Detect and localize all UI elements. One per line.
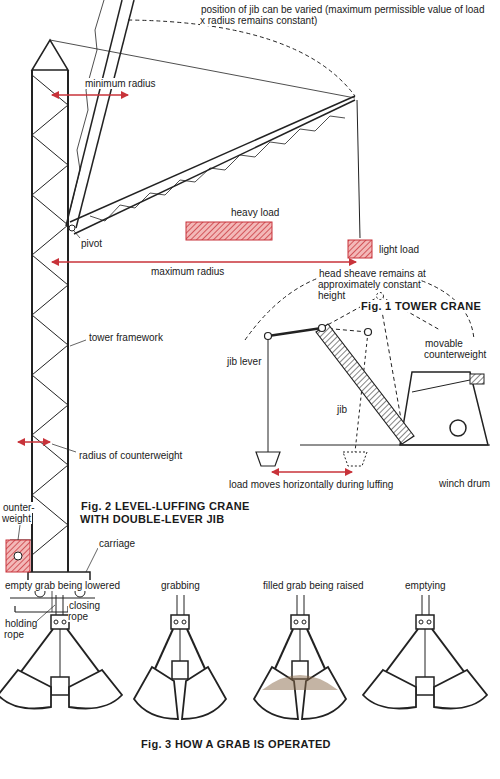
label-text: filled grab being raised bbox=[262, 580, 365, 591]
part-label: grabbing bbox=[160, 580, 201, 591]
label-text: ounter- weight bbox=[2, 502, 35, 524]
part-label: maximum radius bbox=[150, 266, 225, 277]
label-text: jib bbox=[336, 404, 348, 415]
label-text: head sheave remains at approximately con… bbox=[318, 268, 426, 301]
label-text: Fig. 2 LEVEL-LUFFING CRANE WITH DOUBLE-L… bbox=[80, 500, 250, 525]
part-label: empty grab being lowered bbox=[4, 580, 121, 591]
part-label: jib lever bbox=[226, 356, 262, 367]
label-text: Fig. 1 TOWER CRANE bbox=[360, 300, 482, 312]
label-text: holding rope bbox=[4, 618, 37, 640]
label-text: light load bbox=[378, 244, 420, 255]
label-text: position of jib can be varied (maximum p… bbox=[200, 4, 484, 26]
figure-caption: Fig. 1 TOWER CRANE bbox=[360, 300, 482, 313]
figure-caption: Fig. 2 LEVEL-LUFFING CRANE WITH DOUBLE-L… bbox=[80, 500, 270, 526]
part-label: pivot bbox=[80, 238, 103, 249]
part-label: radius of counterweight bbox=[78, 450, 183, 461]
part-label: filled grab being raised bbox=[262, 580, 365, 591]
part-label: tower framework bbox=[88, 332, 164, 343]
label-text: carriage bbox=[98, 538, 136, 549]
part-label: position of jib can be varied (maximum p… bbox=[200, 4, 490, 26]
label-text: load moves horizontally during luffing bbox=[228, 479, 394, 490]
part-label: holding rope bbox=[4, 618, 38, 640]
label-text: radius of counterweight bbox=[78, 450, 183, 461]
figure-caption: Fig. 3 HOW A GRAB IS OPERATED bbox=[140, 738, 332, 751]
label-text: pivot bbox=[80, 238, 103, 249]
label-text: movable counterweight bbox=[424, 338, 487, 360]
part-label: light load bbox=[378, 244, 420, 255]
part-label: head sheave remains at approximately con… bbox=[318, 268, 448, 301]
part-label: minimum radius bbox=[84, 78, 157, 89]
label-text: tower framework bbox=[88, 332, 164, 343]
label-text: emptying bbox=[404, 580, 447, 591]
part-label: emptying bbox=[404, 580, 447, 591]
label-text: winch drum bbox=[438, 478, 491, 489]
part-label: load moves horizontally during luffing bbox=[228, 479, 394, 490]
part-label: jib bbox=[336, 404, 348, 415]
label-text: minimum radius bbox=[84, 78, 157, 89]
label-text: jib lever bbox=[226, 356, 262, 367]
label-text: maximum radius bbox=[150, 266, 225, 277]
part-label: winch drum bbox=[438, 478, 491, 489]
label-text: empty grab being lowered bbox=[4, 580, 121, 591]
part-label: carriage bbox=[98, 538, 136, 549]
part-label: ounter- weight bbox=[2, 502, 38, 524]
label-text: closing rope bbox=[68, 600, 100, 622]
part-label: movable counterweight bbox=[424, 338, 496, 360]
part-label: heavy load bbox=[230, 207, 280, 218]
label-text: grabbing bbox=[160, 580, 201, 591]
label-text: heavy load bbox=[230, 207, 280, 218]
part-label: closing rope bbox=[68, 600, 108, 622]
label-text: Fig. 3 HOW A GRAB IS OPERATED bbox=[140, 738, 332, 750]
